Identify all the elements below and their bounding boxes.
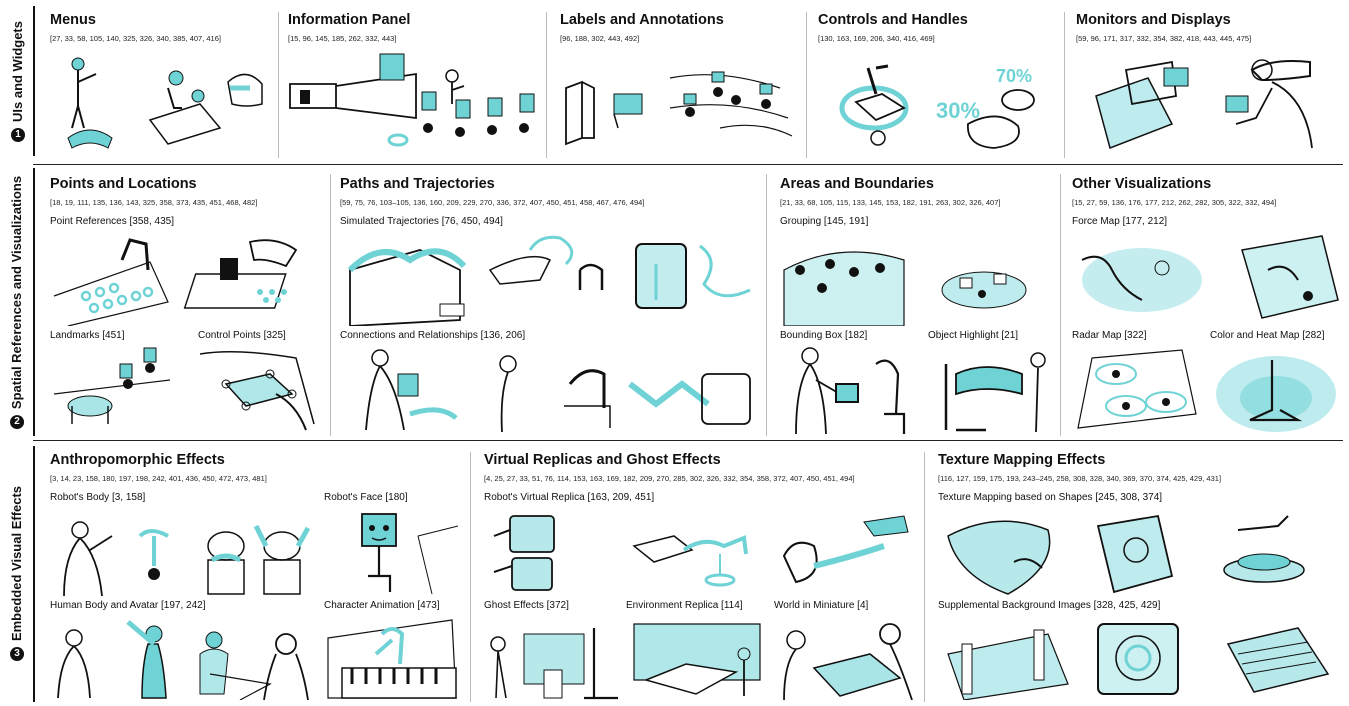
category-refs-texture-mapping: [116, 127, 159, 175, 193, 243–245, 258, … <box>938 474 1222 483</box>
bounding-box-illustration <box>780 344 920 436</box>
sub-supplemental-background: Supplemental Background Images [328, 425… <box>938 600 1161 611</box>
category-refs-monitors-displays: [59, 96, 171, 317, 332, 354, 382, 418, 4… <box>1076 34 1252 43</box>
category-title-menus: Menus <box>50 12 96 28</box>
information-panel-illustration <box>288 48 540 154</box>
sub-robot-face: Robot's Face [180] <box>324 492 408 503</box>
sub-character-animation: Character Animation [473] <box>324 600 440 611</box>
column-separator <box>806 12 807 158</box>
sub-radar-map: Radar Map [322] <box>1072 330 1147 341</box>
column-separator <box>924 452 925 702</box>
row-title-2: Spatial References and Visualizations <box>9 175 25 409</box>
radar-map-illustration <box>1072 344 1202 434</box>
category-refs-labels-annotations: [96, 188, 302, 443, 492] <box>560 34 640 43</box>
row1-bar <box>33 6 35 156</box>
robot-body-illustration <box>50 506 312 598</box>
robot-virtual-replica-illustration <box>484 506 918 598</box>
row-label-embedded-effects: 3 Embedded Visual Effects <box>0 444 34 702</box>
category-refs-virtual-replicas: [4, 25, 27, 33, 51, 76, 114, 153, 163, 1… <box>484 474 855 483</box>
control-points-illustration <box>196 344 324 434</box>
row-title-1: UIs and Widgets <box>9 20 25 122</box>
category-title-points-locations: Points and Locations <box>50 176 197 192</box>
category-refs-controls-handles: [130, 163, 169, 206, 340, 416, 469] <box>818 34 935 43</box>
sub-force-map: Force Map [177, 212] <box>1072 216 1168 227</box>
row-number-2: 2 <box>10 414 24 429</box>
grouping-illustration <box>780 230 1054 326</box>
column-separator <box>1064 12 1065 158</box>
svg-text:70%: 70% <box>996 66 1032 86</box>
row-divider-1 <box>33 164 1343 165</box>
texture-mapping-shapes-illustration <box>938 506 1342 598</box>
sub-bounding-box: Bounding Box [182] <box>780 330 868 341</box>
sub-control-points: Control Points [325] <box>198 330 286 341</box>
category-refs-anthropomorphic: [3, 14, 23, 158, 180, 197, 198, 242, 401… <box>50 474 267 483</box>
ghost-effects-illustration <box>484 614 622 700</box>
sub-connections-relationships: Connections and Relationships [136, 206] <box>340 330 526 341</box>
category-refs-information-panel: [15, 96, 145, 185, 262, 332, 443] <box>288 34 397 43</box>
landmarks-illustration <box>50 344 180 434</box>
row-number-3: 3 <box>10 646 24 661</box>
force-map-illustration <box>1072 230 1342 326</box>
connections-illustration <box>340 344 760 434</box>
category-title-anthropomorphic: Anthropomorphic Effects <box>50 452 225 468</box>
point-references-illustration <box>50 230 322 326</box>
robot-face-illustration <box>322 506 462 598</box>
row-number-1: 1 <box>10 127 25 142</box>
column-separator <box>330 174 331 436</box>
category-refs-areas-boundaries: [21, 33, 68, 105, 115, 133, 145, 153, 18… <box>780 198 1001 207</box>
category-refs-other-visualizations: [15, 27, 59, 136, 176, 177, 212, 262, 28… <box>1072 198 1277 207</box>
column-separator <box>1060 174 1061 436</box>
category-title-virtual-replicas: Virtual Replicas and Ghost Effects <box>484 452 721 468</box>
menus-illustration <box>50 48 270 154</box>
sub-grouping: Grouping [145, 191] <box>780 216 869 227</box>
row-title-3: Embedded Visual Effects <box>9 485 25 641</box>
column-separator <box>470 452 471 702</box>
world-in-miniature-illustration <box>774 614 918 700</box>
object-highlight-illustration <box>926 344 1054 436</box>
row-divider-2 <box>33 440 1343 441</box>
simulated-trajectories-illustration <box>340 230 760 326</box>
row-label-uis-widgets: 1 UIs and Widgets <box>0 6 34 156</box>
row2-bar <box>33 168 35 436</box>
svg-text:30%: 30% <box>936 98 980 123</box>
character-animation-illustration <box>322 614 464 700</box>
category-title-paths-trajectories: Paths and Trajectories <box>340 176 495 192</box>
monitors-displays-illustration <box>1076 48 1342 154</box>
category-title-other-visualizations: Other Visualizations <box>1072 176 1212 192</box>
category-refs-menus: [27, 33, 58, 105, 140, 325, 326, 340, 38… <box>50 34 221 43</box>
category-title-labels-annotations: Labels and Annotations <box>560 12 724 28</box>
sub-world-in-miniature: World in Miniature [4] <box>774 600 869 611</box>
sub-landmarks: Landmarks [451] <box>50 330 125 341</box>
controls-handles-illustration: 30% 70% <box>818 48 1058 154</box>
sub-texture-mapping-shapes: Texture Mapping based on Shapes [245, 30… <box>938 492 1163 503</box>
column-separator <box>546 12 547 158</box>
sub-human-body-avatar: Human Body and Avatar [197, 242] <box>50 600 206 611</box>
category-title-controls-handles: Controls and Handles <box>818 12 968 28</box>
category-title-monitors-displays: Monitors and Displays <box>1076 12 1231 28</box>
column-separator <box>278 12 279 158</box>
human-body-avatar-illustration <box>50 614 314 700</box>
category-refs-points-locations: [18, 19, 111, 135, 136, 143, 325, 358, 3… <box>50 198 258 207</box>
category-title-texture-mapping: Texture Mapping Effects <box>938 452 1106 468</box>
sub-robot-virtual-replica: Robot's Virtual Replica [163, 209, 451] <box>484 492 655 503</box>
sub-color-heat-map: Color and Heat Map [282] <box>1210 330 1325 341</box>
row-label-spatial-references: 2 Spatial References and Visualizations <box>0 166 34 438</box>
row3-bar <box>33 446 35 702</box>
heat-map-illustration <box>1210 344 1342 436</box>
sub-ghost-effects: Ghost Effects [372] <box>484 600 569 611</box>
category-refs-paths-trajectories: [59, 75, 76, 103–105, 136, 160, 209, 229… <box>340 198 645 207</box>
sub-robot-body: Robot's Body [3, 158] <box>50 492 146 503</box>
sub-object-highlight: Object Highlight [21] <box>928 330 1019 341</box>
column-separator <box>766 174 767 436</box>
sub-environment-replica: Environment Replica [114] <box>626 600 743 611</box>
supplemental-background-illustration <box>938 614 1342 700</box>
environment-replica-illustration <box>626 614 768 700</box>
labels-annotations-illustration <box>560 48 798 154</box>
category-title-areas-boundaries: Areas and Boundaries <box>780 176 934 192</box>
sub-simulated-trajectories: Simulated Trajectories [76, 450, 494] <box>340 216 503 227</box>
category-title-information-panel: Information Panel <box>288 12 411 28</box>
sub-point-references: Point References [358, 435] <box>50 216 174 227</box>
